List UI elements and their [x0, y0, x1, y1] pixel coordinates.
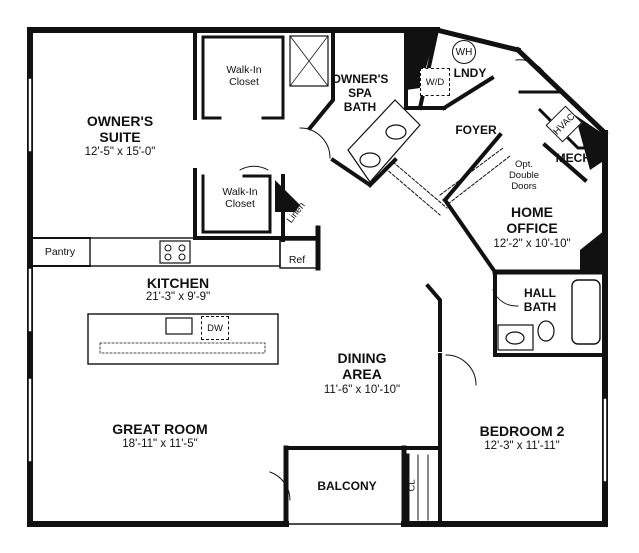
bedroom-2-dims: 12'-3" x 11'-11": [484, 440, 560, 452]
bath-vanity: [497, 324, 534, 351]
bath-sink: [505, 331, 525, 345]
home-office-title: HOME OFFICE: [506, 204, 558, 237]
shower-cross: [289, 35, 329, 87]
mech-label: MECH.: [555, 151, 595, 165]
island-overhang: [99, 342, 266, 354]
sink: [359, 152, 381, 168]
dishwasher-icon: DW: [201, 316, 229, 340]
wall-fill: [575, 115, 605, 170]
shower: [289, 35, 329, 87]
owners-suite-dims: 12'-5" x 15'-0": [84, 146, 156, 158]
washer-dryer-label: W/D: [425, 76, 445, 88]
sink: [385, 124, 407, 140]
interior-wall: [201, 174, 272, 234]
door-swing: [445, 354, 477, 386]
hall-bath-label: HALL BATH: [523, 286, 557, 314]
interior-wall: [201, 35, 222, 120]
wall-fill: [580, 230, 605, 272]
pantry-label: Pantry: [44, 246, 76, 258]
interior-wall: [307, 28, 335, 131]
outer-wall: [433, 26, 522, 54]
door-swing: [239, 165, 269, 171]
home-office-dims: 12'-2" x 10'-10": [493, 238, 571, 250]
water-heater-label: WH: [455, 46, 473, 58]
door-swing: [515, 59, 549, 81]
bathtub: [571, 279, 601, 345]
interior-wall: [330, 157, 373, 188]
toilet: [537, 320, 555, 342]
dining-area-dims: 11'-6" x 10'-10": [323, 384, 401, 396]
interior-wall: [441, 75, 495, 111]
interior-wall: [425, 283, 442, 352]
island-sink: [165, 317, 193, 335]
dishwasher-label: DW: [207, 322, 223, 334]
kitchen-island: [87, 313, 279, 365]
owners-suite-title: OWNER'S SUITE: [86, 113, 154, 146]
kitchen-counter: [89, 237, 281, 267]
vanity: [347, 99, 421, 183]
refrigerator-label: Ref: [288, 254, 306, 266]
great-room-dims: 18'-11" x 11'-5": [122, 438, 198, 450]
washer-dryer-icon: W/D: [420, 68, 450, 96]
door-swing: [299, 127, 331, 159]
cooktop: [159, 240, 191, 264]
foyer-label: FOYER: [455, 123, 497, 137]
wall-fill: [406, 30, 437, 90]
closet-door: [417, 454, 429, 521]
walk-in-closet-2-label: Walk-In Closet: [222, 186, 258, 211]
interior-wall: [367, 157, 398, 188]
walk-in-closet-1-label: Walk-In Closet: [226, 64, 262, 89]
bedroom-2-title: BEDROOM 2: [479, 423, 565, 439]
door-swing: [492, 289, 519, 307]
door-swing: [269, 471, 291, 501]
opt-double-doors-label: Opt. Double Doors: [508, 159, 540, 192]
pantry-wall: [29, 237, 91, 267]
dining-area-title: DINING AREA: [337, 350, 387, 383]
interior-wall: [442, 132, 503, 203]
owners-spa-bath-label: OWNER'S SPA BATH: [331, 72, 389, 114]
office-door-dashed: [384, 161, 448, 216]
interior-wall: [442, 197, 498, 275]
closet-label: CL: [406, 479, 418, 492]
kitchen-title: KITCHEN: [146, 275, 210, 291]
kitchen-dims: 21'-3" x 9'-9": [145, 291, 211, 303]
great-room-title: GREAT ROOM: [112, 421, 208, 437]
laundry-label: LNDY: [453, 66, 487, 80]
balcony-label: BALCONY: [317, 479, 377, 493]
water-heater-icon: WH: [452, 40, 476, 64]
opt-doors-dashed: [439, 147, 511, 205]
wall-fill: [275, 180, 300, 212]
interior-wall: [542, 142, 588, 183]
